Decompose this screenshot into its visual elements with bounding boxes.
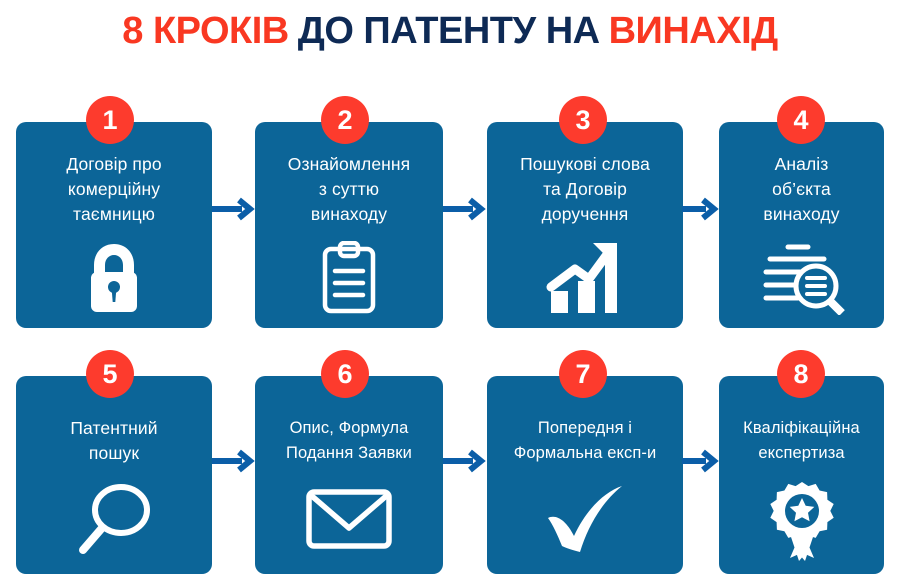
arrow-step-6-to-7 <box>443 448 489 474</box>
growth-chart-icon <box>487 240 683 316</box>
step-card-1-line-2: комерційну <box>67 179 161 199</box>
step-badge-5: 5 <box>86 350 134 398</box>
step-card-3-line-2: та Договір <box>543 179 627 199</box>
step-card-6[interactable]: Опис, Формула Подання Заявки <box>255 376 443 574</box>
arrow-step-5-to-6 <box>212 448 258 474</box>
title-part-navy: ДО ПАТЕНТУ НА <box>297 10 600 52</box>
step-card-1-line-1: Договір про <box>66 154 162 174</box>
step-card-1-label: Договір про комерційну таємницю <box>22 152 206 227</box>
arrow-step-3-to-4 <box>682 196 722 222</box>
magnifier-icon <box>16 480 212 558</box>
step-card-8[interactable]: Кваліфікаційна експертиза <box>719 376 884 574</box>
step-card-5-label: Патентний пошук <box>22 416 206 466</box>
step-card-1[interactable]: Договір про комерційну таємницю <box>16 122 212 328</box>
step-card-4-line-3: винаходу <box>763 204 840 224</box>
step-card-3-line-1: Пошукові слова <box>520 154 650 174</box>
step-card-2[interactable]: Ознайомлення з суттю винаходу <box>255 122 443 328</box>
title-part-red-left: 8 КРОКІВ <box>122 10 289 52</box>
step-card-3-label: Пошукові слова та Договір доручення <box>493 152 677 227</box>
step-card-4-line-2: об’єкта <box>772 179 831 199</box>
envelope-icon <box>255 484 443 554</box>
step-card-2-line-3: винаходу <box>310 204 388 224</box>
step-card-7[interactable]: Попередня і Формальна експ-и <box>487 376 683 574</box>
step-card-2-line-2: з суттю <box>318 179 380 199</box>
arrow-step-1-to-2 <box>212 196 258 222</box>
title-part-red-right: ВИНАХІД <box>608 10 779 52</box>
arrow-step-2-to-3 <box>443 196 489 222</box>
step-card-7-label: Попередня і Формальна експ-и <box>493 416 677 466</box>
step-card-5-line-2: пошук <box>88 443 140 463</box>
step-badge-6: 6 <box>321 350 369 398</box>
step-badge-4: 4 <box>777 96 825 144</box>
step-card-2-line-1: Ознайомлення <box>287 154 411 174</box>
step-card-3-line-3: доручення <box>541 204 629 224</box>
step-card-5-line-1: Патентний <box>70 418 158 438</box>
step-card-2-label: Ознайомлення з суттю винаходу <box>261 152 437 227</box>
step-card-6-line-2: Подання Заявки <box>286 444 412 462</box>
step-badge-3: 3 <box>559 96 607 144</box>
clipboard-icon <box>255 240 443 316</box>
checkmark-icon <box>487 482 683 558</box>
step-card-8-label: Кваліфікаційна експертиза <box>725 416 878 466</box>
step-card-4-label: Аналіз об’єкта винаходу <box>725 152 878 227</box>
step-badge-2: 2 <box>321 96 369 144</box>
step-card-3[interactable]: Пошукові слова та Договір доручення <box>487 122 683 328</box>
lock-icon <box>16 240 212 316</box>
step-badge-8: 8 <box>777 350 825 398</box>
step-card-4[interactable]: Аналіз об’єкта винаходу <box>719 122 884 328</box>
award-ribbon-icon <box>719 480 884 562</box>
step-card-6-label: Опис, Формула Подання Заявки <box>261 416 437 466</box>
step-card-5[interactable]: Патентний пошук <box>16 376 212 574</box>
arrow-step-7-to-8 <box>682 448 722 474</box>
step-card-4-line-1: Аналіз <box>774 154 829 174</box>
step-card-8-line-2: експертиза <box>758 444 845 462</box>
step-card-8-line-1: Кваліфікаційна <box>743 419 860 437</box>
step-badge-7: 7 <box>559 350 607 398</box>
step-card-6-line-1: Опис, Формула <box>289 419 409 437</box>
step-badge-1: 1 <box>86 96 134 144</box>
document-search-icon <box>719 240 884 316</box>
step-card-7-line-1: Попередня і <box>537 419 633 437</box>
step-card-7-line-2: Формальна експ-и <box>513 444 657 462</box>
step-card-1-line-3: таємницю <box>73 204 155 224</box>
